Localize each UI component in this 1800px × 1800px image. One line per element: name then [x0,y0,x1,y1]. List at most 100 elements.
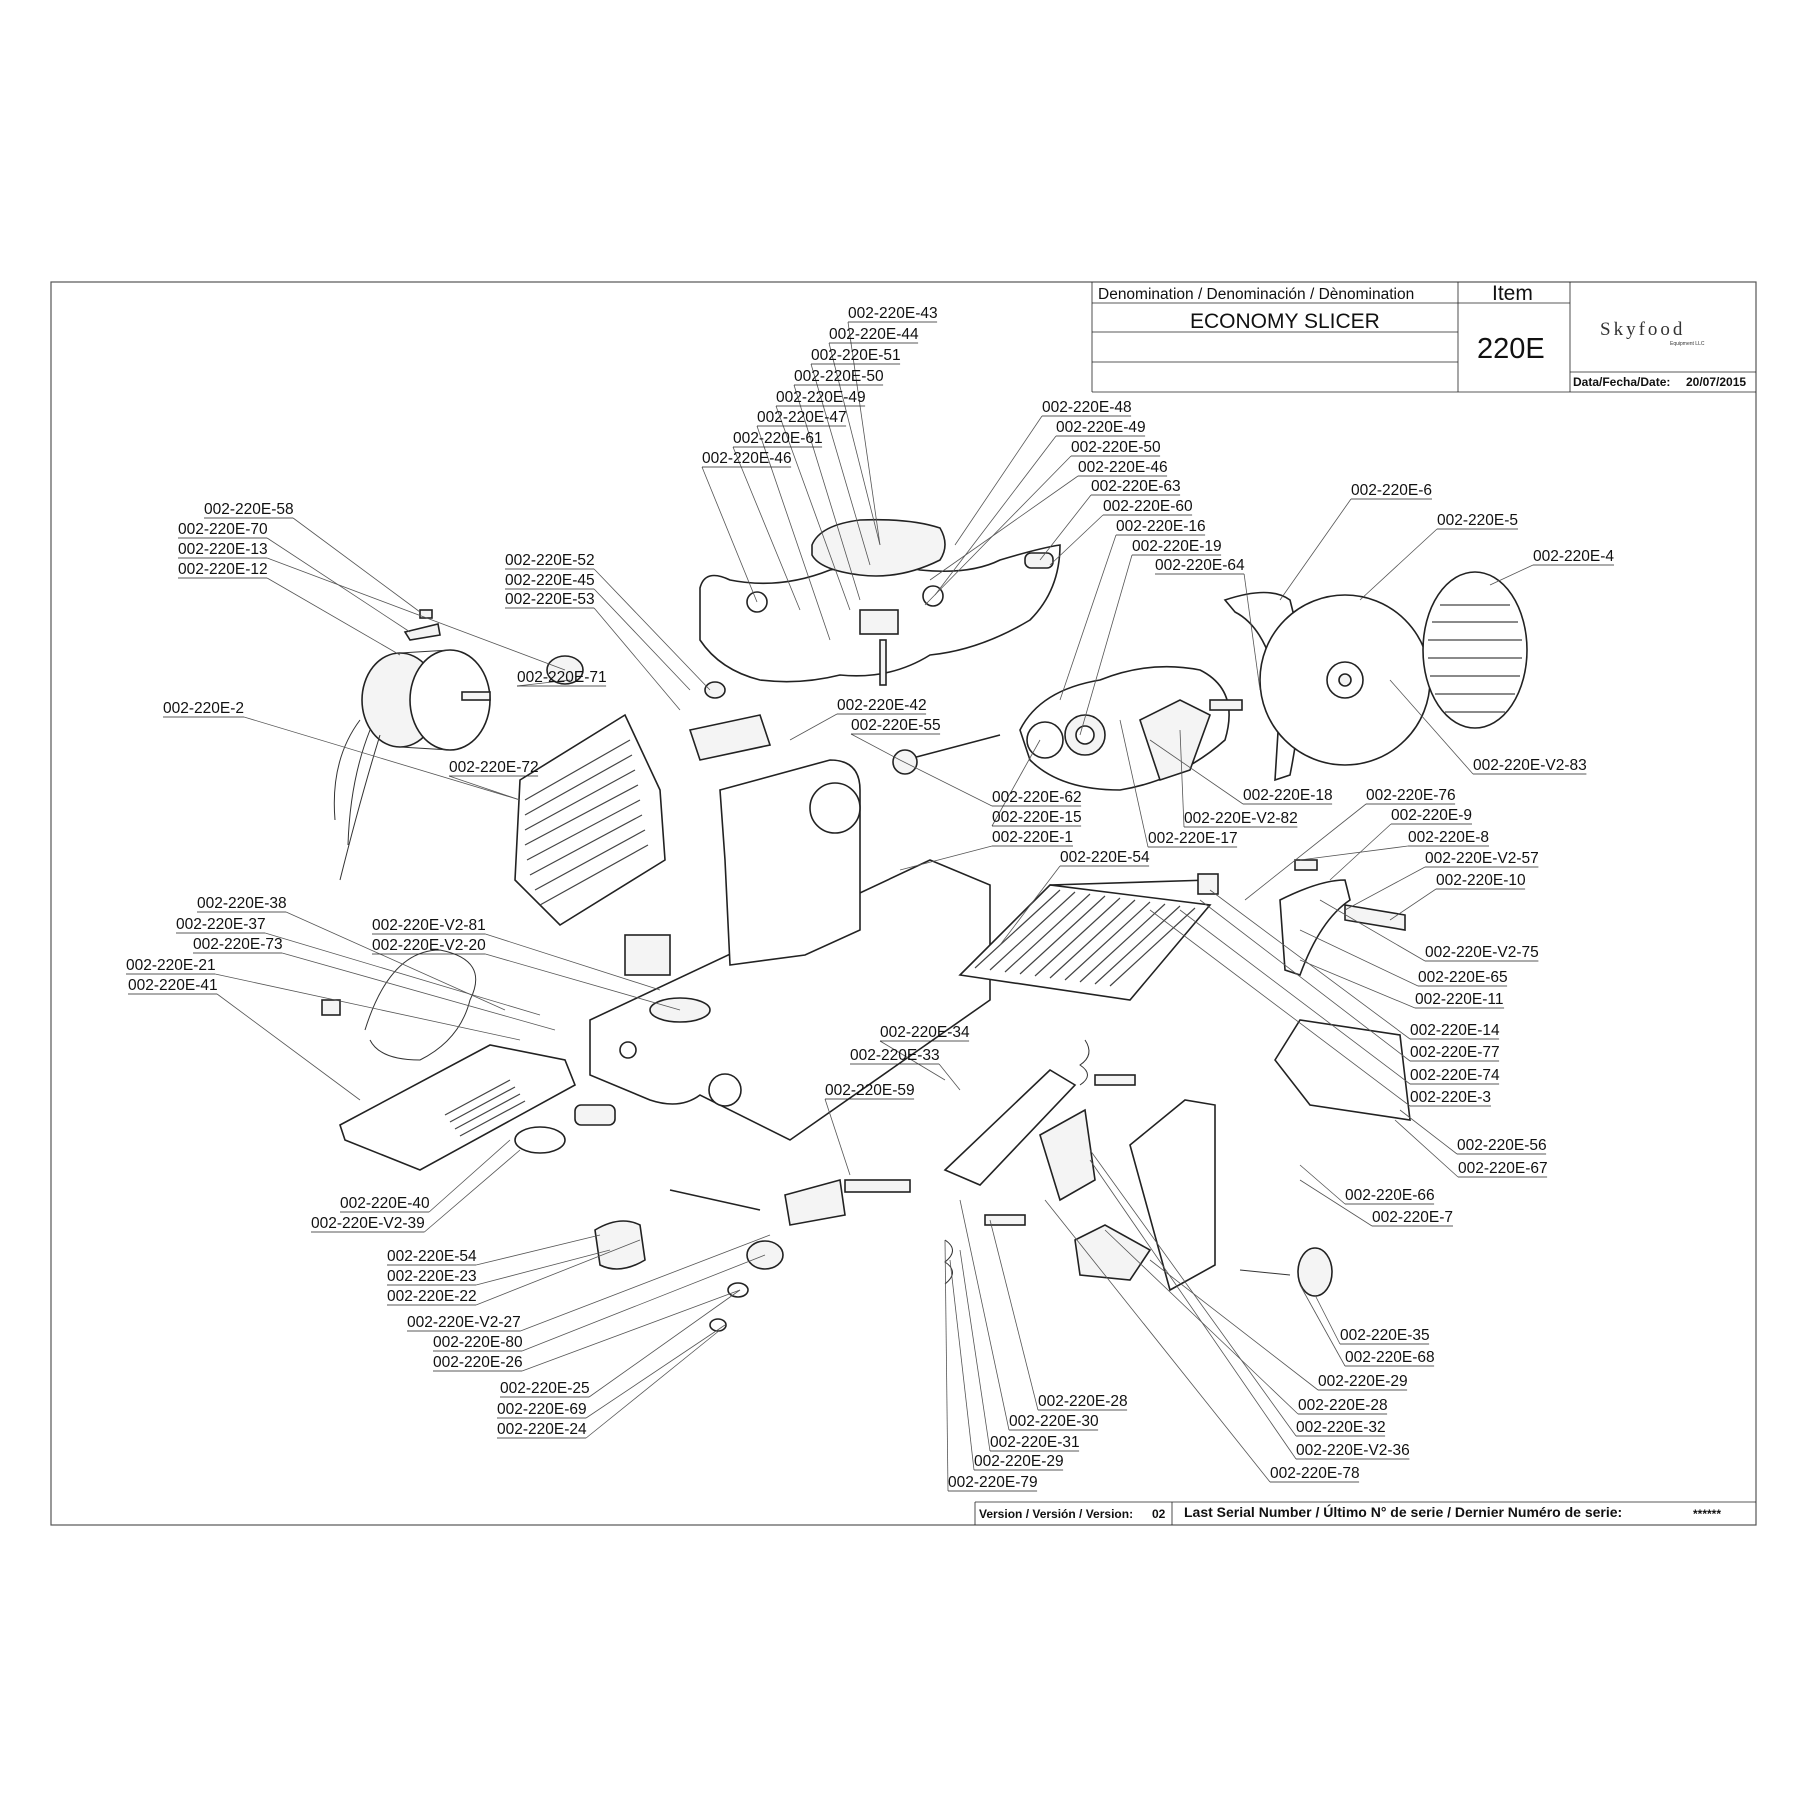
serial-label: Last Serial Number / Último N° de serie … [1184,1503,1622,1520]
leader-line [448,775,521,801]
leader-line [264,932,541,1016]
part-label: 002-220E-56 [1457,1137,1547,1154]
part-label: 002-220E-25 [500,1380,590,1397]
lower-bracket [784,1178,846,1226]
part-label: 002-220E-61 [733,430,823,447]
small-plate [984,1214,1026,1226]
title-block: Denomination / Denominación / Dènominati… [1091,282,1756,393]
part-labels: 002-220E-43002-220E-44002-220E-51002-220… [126,305,1614,1492]
body-front-hole [708,1073,742,1107]
part-label: 002-220E-49 [1056,419,1146,436]
part-label: 002-220E-65 [1418,969,1508,986]
part-label: 002-220E-23 [387,1268,477,1285]
part-label: 002-220E-15 [992,809,1082,826]
part-label: 002-220E-79 [948,1474,1038,1491]
part-label: 002-220E-69 [497,1401,587,1418]
leader-line [266,557,566,671]
part-label: 002-220E-52 [505,552,595,569]
part-label: 002-220E-12 [178,561,268,578]
part-label: 002-220E-74 [1410,1067,1500,1084]
leader-line [266,577,401,656]
part-label: 002-220E-68 [1345,1349,1435,1366]
leader-line [1389,679,1474,775]
leader-line [1044,1199,1271,1483]
serial-value: ****** [1693,1507,1721,1521]
leader-line [1149,909,1411,1107]
leader-line [1299,959,1416,1009]
part-label: 002-220E-54 [387,1248,477,1265]
leader-line [944,1239,949,1492]
leader-line [428,1139,511,1213]
brand-subtitle: Equipment LLC [1670,341,1705,347]
part-label: 002-220E-38 [197,895,287,912]
part-label: 002-220E-13 [178,541,268,558]
head-cylinder [1024,552,1054,569]
part-label: 002-220E-V2-39 [311,1215,425,1232]
leader-line [1244,803,1367,901]
leader-line [1314,1294,1341,1345]
part-label: 002-220E-58 [204,501,294,518]
retaining-ring [1026,721,1064,759]
leader-line [1344,866,1426,911]
part-label: 002-220E-73 [193,936,283,953]
motor-bracket [403,623,441,641]
part-label: 002-220E-V2-36 [1296,1442,1410,1459]
left-grille-guard [514,713,666,927]
part-label: 002-220E-59 [825,1082,915,1099]
item-header: Item [1492,282,1533,305]
part-label: 002-220E-55 [851,717,941,734]
leader-line [1299,1179,1373,1227]
body-tower-hole [809,782,861,834]
leader-line [1399,1109,1458,1155]
part-label: 002-220E-28 [1038,1393,1128,1410]
tray-end-block [1197,873,1219,895]
part-label: 002-220E-24 [497,1421,587,1438]
leader-line [1279,498,1352,601]
top-shaft-knob [892,749,918,775]
date-label: Data/Fecha/Date: [1573,375,1670,389]
main-body [589,859,991,1141]
part-label: 002-220E-50 [1071,439,1161,456]
part-label: 002-220E-28 [1298,1397,1388,1414]
part-label: 002-220E-31 [990,1434,1080,1451]
part-label: 002-220E-14 [1410,1022,1500,1039]
rear-knob [1297,1247,1333,1297]
leader-line [1149,739,1244,805]
motor [333,649,491,881]
leader-line [999,865,1061,946]
part-label: 002-220E-19 [1132,538,1222,555]
leader-line [924,455,1072,606]
carriage-block [1039,1108,1096,1202]
part-label: 002-220E-6 [1351,482,1432,499]
leader-line [1079,554,1133,736]
leader-line [243,716,521,801]
part-label: 002-220E-48 [1042,399,1132,416]
leader-line [899,759,993,807]
leader-line [991,739,1041,827]
leader-line [292,517,421,613]
handle-pin [1294,859,1318,871]
leader-line [1089,1149,1297,1437]
part-label: 002-220E-76 [1366,787,1456,804]
date-value: 20/07/2015 [1686,375,1746,389]
part-label: 002-220E-17 [1148,830,1238,847]
connector-block [1074,1224,1152,1281]
part-label: 002-220E-1 [992,829,1073,846]
leader-lines [215,321,1534,1492]
footer-block: Version / Versión / Version: 02 Last Ser… [974,1501,1756,1525]
lower-ring [727,1282,749,1298]
body-bracket [624,934,671,976]
leader-line [1489,564,1534,586]
part-label: 002-220E-34 [880,1024,970,1041]
part-label: 002-220E-18 [1243,787,1333,804]
leader-line [989,1219,1039,1411]
part-label: 002-220E-45 [505,572,595,589]
leader-line [1209,889,1411,1040]
leader-line [476,1234,601,1266]
leader-line [588,1289,741,1398]
leader-line [929,475,1079,581]
leader-line [789,713,838,741]
part-label: 002-220E-3 [1410,1089,1491,1106]
leader-line [959,1199,1010,1431]
